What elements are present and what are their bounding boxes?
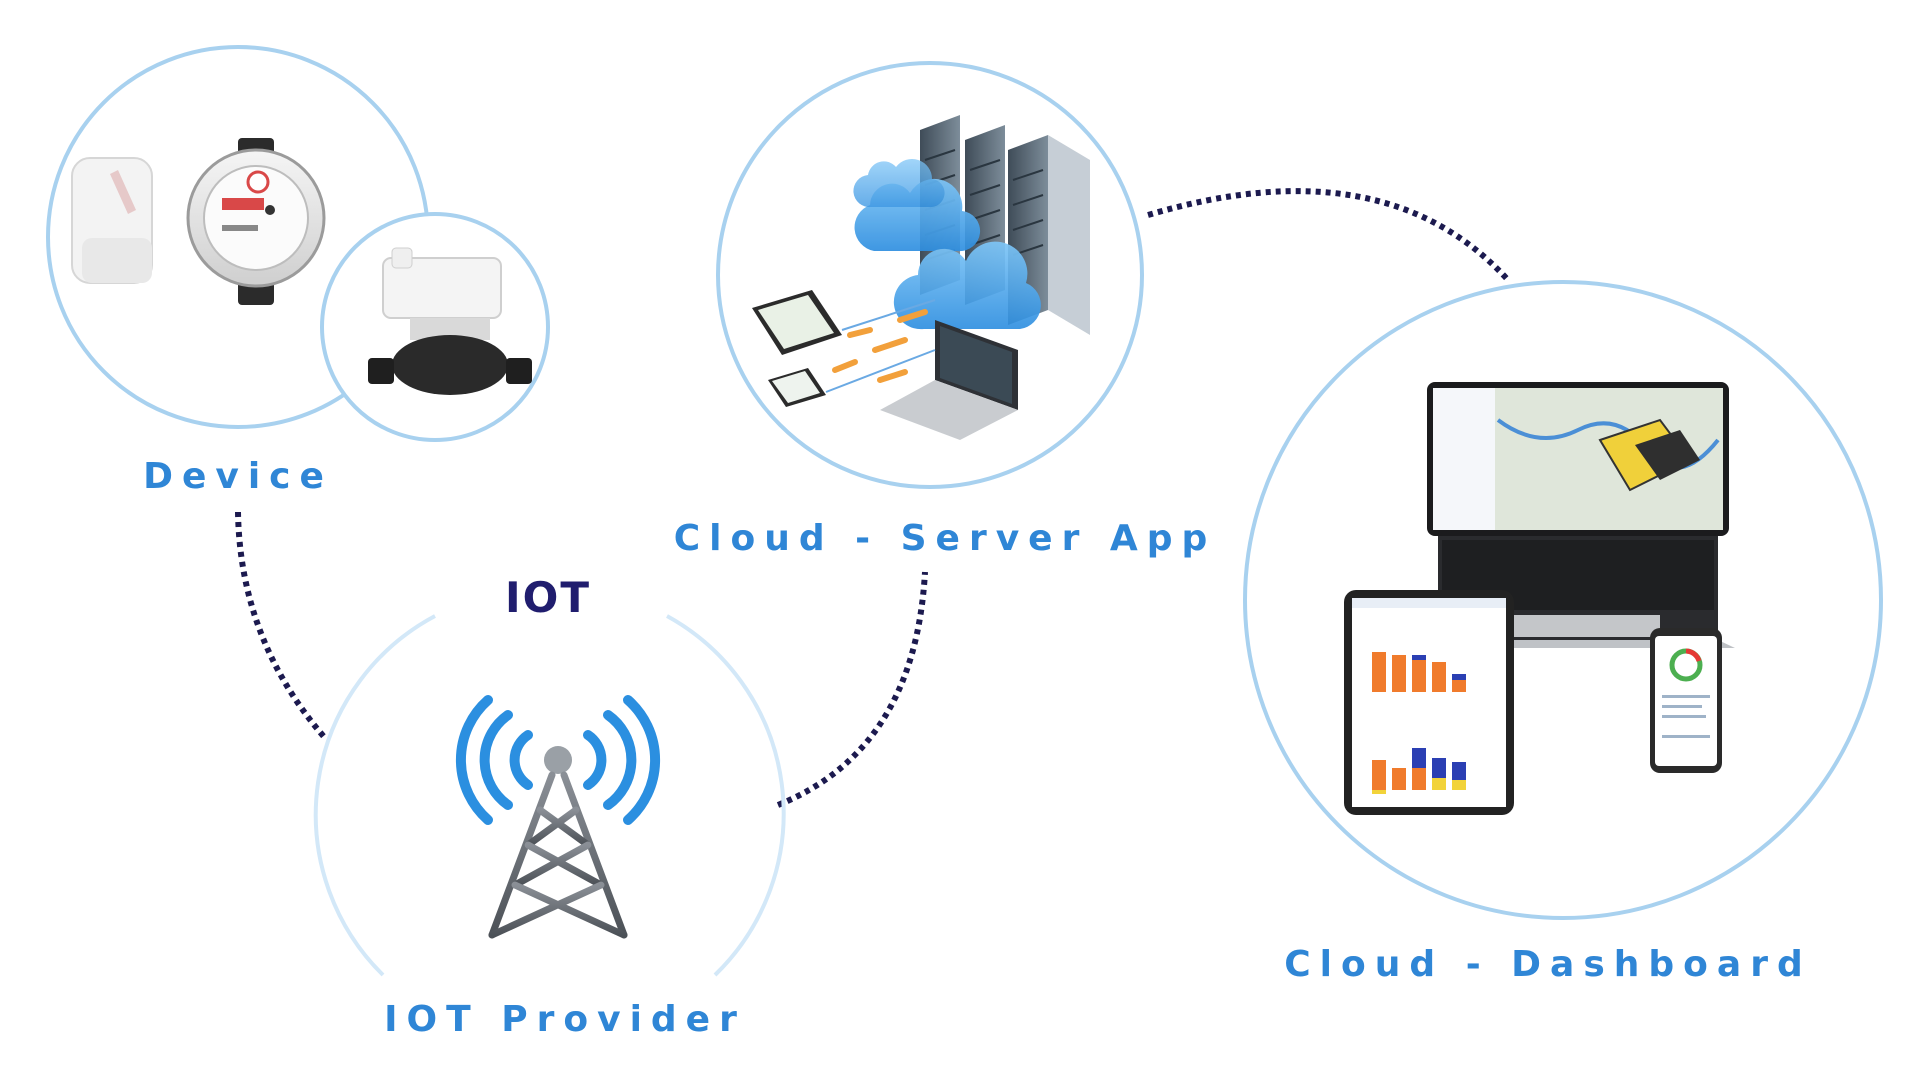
connector-iot-server [776,571,928,808]
iot-circle-arc-left [313,614,436,977]
tablet-bar-chart-top [1372,652,1466,692]
dashboard-node: Cloud - Dashboard [1243,280,1883,985]
device-node: Device [46,45,550,497]
tablet-device-image [752,290,842,355]
flow-connector-lines [825,299,936,393]
dashboard-label: Cloud - Dashboard [1284,944,1811,985]
device-label: Device [143,456,333,497]
phone-device-image [768,368,826,407]
smart-meter-image [368,247,532,395]
phone-dashboard-image [1650,628,1722,773]
connectors [235,188,1511,808]
server-label: Cloud - Server App [674,518,1217,559]
laptop-dashboard-image [1421,382,1735,648]
iot-node: IOT [313,573,786,1040]
iot-title: IOT [505,573,591,622]
antenna-tower-icon [455,695,661,939]
server-node: Cloud - Server App [674,61,1217,559]
iot-provider-label: IOT Provider [384,999,746,1040]
laptop-device-image [880,320,1018,440]
tablet-dashboard-image [1344,590,1514,815]
water-meter-image [186,138,326,305]
data-flow-lines [832,309,928,383]
connector-server-dashboard [1147,188,1511,283]
iot-circle-arc-right [666,614,786,977]
cloud-icons [853,158,1041,330]
connector-device-iot [235,511,328,740]
tablet-bar-chart-bottom [1372,748,1466,794]
clip-module-image [71,157,153,284]
